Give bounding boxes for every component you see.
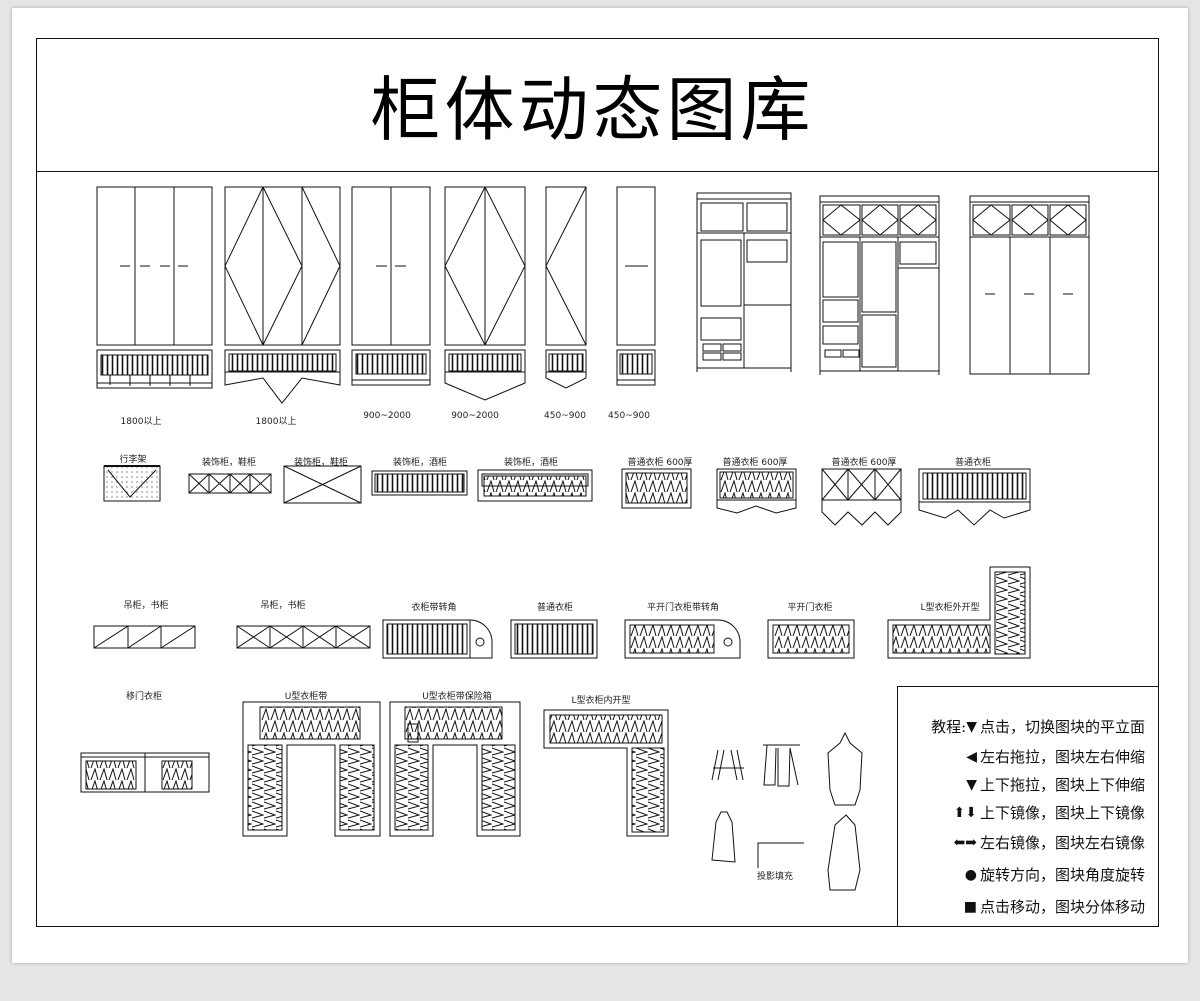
label-r2-1: 行李架 [119,455,147,465]
wardrobe-plan-600-2[interactable] [716,468,797,514]
u-wardrobe-plan[interactable] [242,701,381,837]
label-r2-3: 装饰柜，鞋柜 [293,458,349,468]
wardrobe-elevation-3door-top[interactable] [969,195,1090,375]
legend-text: 上下拖拉，图块上下伸缩 [979,776,1145,794]
label-r4-3: U型衣柜带保险箱 [422,692,492,702]
standard-wardrobe-plan[interactable] [510,619,598,659]
page-title: 柜体动态图库 [370,69,815,151]
wine-cabinet-plan-2[interactable] [477,469,593,502]
drawing-frame [36,38,1159,927]
label-r3-5: 平开门衣柜带转角 [646,603,720,613]
legend-text: 左右拖拉，图块左右伸缩 [979,748,1145,766]
sliding-door-wardrobe-plan[interactable] [80,752,210,793]
wine-cabinet-plan-1[interactable] [371,470,468,496]
l-wardrobe-outward-plan[interactable] [887,566,1031,659]
luggage-rack-plan[interactable] [103,465,161,502]
wardrobe-plan-3[interactable] [918,468,1031,526]
hinged-wardrobe-plan[interactable] [767,619,855,659]
triangle-down-icon: ▼ [966,776,977,793]
circle-icon: ● [964,866,977,883]
legend-text: 左右镜像，图块左右镜像 [979,834,1145,852]
label-r3-2: 吊柜，书柜 [260,601,306,611]
label-r2-7: 普通衣柜 600厚 [722,458,788,468]
legend-text: 旋转方向，图块角度旋转 [979,866,1145,884]
legend-row-3: ▼ 上下拖拉，图块上下伸缩 [966,774,1145,795]
l-wardrobe-inward-plan[interactable] [543,709,669,837]
label-r3-7: L型衣柜外开型 [920,603,980,613]
legend-prefix: 教程: [931,718,967,736]
label-r1-4: 900~2000 [451,411,499,421]
legend-text: 点击移动，图块分体移动 [979,898,1145,916]
label-r1-1: 1800以上 [120,417,162,427]
legend-row-4: ⬆⬇ 上下镜像，图块上下镜像 [954,802,1145,823]
label-r2-6: 普通衣柜 600厚 [627,458,693,468]
label-r3-6: 平开门衣柜 [787,603,833,613]
label-r3-3: 衣柜带转角 [411,603,457,613]
arrow-left-right-icon: ⬅➡ [953,834,977,851]
wardrobe-plan-600-3[interactable] [821,468,902,526]
shoe-cabinet-plan-4[interactable] [188,473,272,494]
wardrobe-elevation-2door[interactable] [351,186,431,386]
u-wardrobe-safe-plan[interactable] [389,701,521,837]
wardrobe-elevation-3door[interactable] [96,186,213,389]
label-r1-2: 1800以上 [255,417,297,427]
tutorial-legend [897,686,1159,927]
label-r2-9: 普通衣柜 [954,458,992,468]
label-r4-5: 投影填充 [756,872,794,882]
legend-text: 点击，切换图块的平立面 [979,718,1145,736]
label-r4-1: 移门衣柜 [125,692,163,702]
wall-cabinet-plan-3[interactable] [93,625,196,649]
label-r2-4: 装饰柜，酒柜 [392,458,448,468]
label-r1-3: 900~2000 [363,411,411,421]
label-r3-4: 普通衣柜 [536,603,574,613]
label-r4-4: L型衣柜内开型 [571,696,631,706]
wardrobe-elevation-3door-diamond[interactable] [224,186,341,404]
label-r4-2: U型衣柜带 [284,692,328,702]
wall-cabinet-plan-4[interactable] [236,625,371,649]
square-icon: ■ [963,898,977,915]
label-r1-6: 450~900 [608,411,650,421]
wardrobe-interior-elevation-2[interactable] [819,195,940,375]
legend-row-5: ⬅➡ 左右镜像，图块左右镜像 [954,832,1145,853]
label-r1-5: 450~900 [544,411,586,421]
corner-wardrobe-plan[interactable] [382,619,493,659]
arrow-up-down-icon: ⬆⬇ [953,804,977,821]
title-bar: 柜体动态图库 [36,38,1159,172]
label-r2-5: 装饰柜，酒柜 [503,458,559,468]
wardrobe-interior-elevation-1[interactable] [696,192,792,372]
wardrobe-elevation-2door-diamond[interactable] [444,186,526,401]
triangle-down-icon: ▼ [966,718,977,735]
label-r2-2: 装饰柜，鞋柜 [201,458,257,468]
wardrobe-plan-600-1[interactable] [621,468,692,509]
legend-row-2: ◀ 左右拖拉，图块左右伸缩 [966,746,1145,767]
legend-row-1: 教程: ▼ 点击，切换图块的平立面 [931,716,1145,737]
label-r2-8: 普通衣柜 600厚 [831,458,897,468]
legend-row-6: ● 旋转方向，图块角度旋转 [965,864,1145,885]
shoe-cabinet-plan-1[interactable] [283,465,362,504]
wardrobe-elevation-1door-diamond[interactable] [545,186,587,389]
label-r3-1: 吊柜，书柜 [123,601,169,611]
hinged-corner-wardrobe-plan[interactable] [624,619,741,659]
clothes-hangers-icons [711,731,863,891]
legend-row-7: ■ 点击移动，图块分体移动 [964,896,1145,917]
wardrobe-elevation-1door[interactable] [616,186,656,386]
triangle-left-icon: ◀ [966,748,977,765]
legend-text: 上下镜像，图块上下镜像 [979,804,1145,822]
